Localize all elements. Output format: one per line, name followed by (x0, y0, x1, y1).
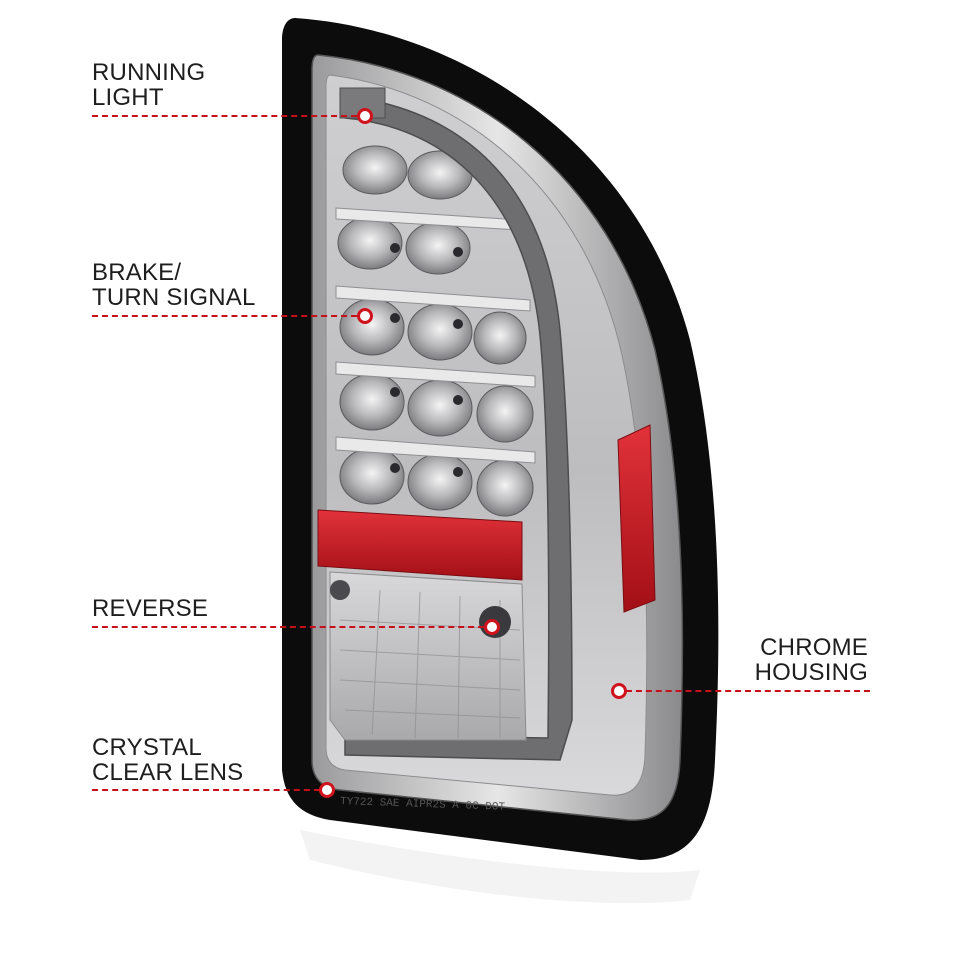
callout-crystal-lens-line1: CRYSTAL (92, 734, 202, 761)
callout-chrome-housing-dot (611, 683, 627, 699)
callout-crystal-lens-dot (319, 782, 335, 798)
callout-chrome-housing-label: CHROME HOUSING (720, 635, 868, 685)
callout-chrome-housing-line (626, 690, 870, 692)
callout-brake-turn-line1: BRAKE/ (92, 259, 182, 286)
callout-brake-turn-label: BRAKE/ TURN SIGNAL (92, 260, 256, 310)
running-light-cap (339, 87, 386, 119)
callout-brake-turn-dot (357, 308, 373, 324)
lens-marking-text: TY722 SAE AIPR2S A 0C DOT (340, 796, 506, 814)
callout-reverse-line1: REVERSE (92, 595, 209, 622)
running-light-bar (344, 95, 573, 761)
callout-running-light-dot (357, 108, 373, 124)
callout-crystal-lens-line2: CLEAR LENS (92, 759, 244, 786)
callout-running-light-line (92, 115, 357, 117)
callout-crystal-lens-line (92, 789, 320, 791)
callout-running-light-line2: LIGHT (92, 84, 164, 111)
callout-crystal-lens-label: CRYSTAL CLEAR LENS (92, 735, 243, 785)
callout-reverse-line (92, 626, 484, 628)
callout-chrome-housing-line1: CHROME (760, 634, 868, 661)
callout-running-light-label: RUNNING LIGHT (92, 60, 205, 110)
callout-running-light-line1: RUNNING (92, 59, 206, 86)
side-red-reflector (617, 424, 656, 613)
inner-red-reflector (317, 509, 523, 581)
callout-reverse-label: REVERSE (92, 596, 208, 621)
callout-brake-turn-line2: TURN SIGNAL (92, 284, 256, 311)
callout-chrome-housing-line2: HOUSING (754, 659, 868, 686)
reverse-lens (329, 571, 527, 741)
callout-reverse-dot (484, 619, 500, 635)
led-rows (335, 145, 536, 517)
callout-brake-turn-line (92, 315, 357, 317)
floor-reflection (300, 830, 700, 904)
